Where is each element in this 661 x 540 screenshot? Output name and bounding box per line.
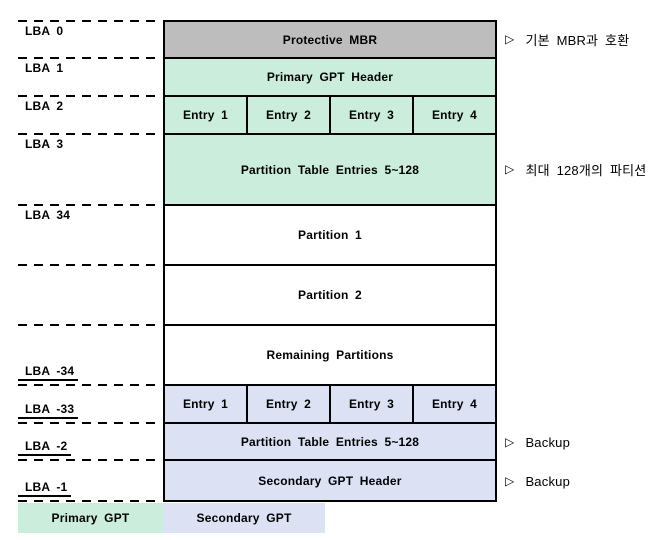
row-remaining-partitions: Remaining Partitions (165, 326, 495, 386)
row-label: Remaining Partitions (266, 348, 394, 362)
row-label: Partition Table Entries 5~128 (240, 162, 420, 177)
entry-cell: Entry 3 (329, 386, 412, 422)
row-secondary-gpt-header: Secondary GPT Header (165, 461, 495, 500)
entry-cell: Entry 2 (246, 386, 329, 422)
annotation-text: 기본 MBR과 호환 (525, 32, 630, 48)
lba-label: LBA 3 (25, 137, 64, 151)
lba-label: LBA -2 (18, 439, 72, 456)
row-primary-gpt-header: Primary GPT Header (165, 59, 495, 97)
legend-primary-gpt: Primary GPT (18, 503, 163, 533)
row-label: Partition 2 (298, 288, 362, 302)
lba-dashed-line (18, 324, 156, 326)
lba-label: LBA -1 (18, 480, 72, 497)
row-partition-2: Partition 2 (165, 266, 495, 326)
annotation-text: Backup (525, 473, 570, 489)
entry-cell: Entry 1 (182, 397, 229, 411)
entry-cell: Entry 4 (412, 386, 495, 422)
row-label: Protective MBR (282, 32, 378, 47)
lba-label: LBA 2 (25, 99, 64, 113)
entry-cell: Entry 1 (182, 108, 229, 122)
lba-dashed-line (18, 95, 156, 97)
triangle-right-icon: ▷ (505, 474, 515, 488)
lba-label: LBA 1 (25, 61, 64, 75)
entry-cell: Entry 2 (246, 97, 329, 133)
annotation: ▷ Backup (505, 472, 570, 490)
triangle-right-icon: ▷ (505, 162, 515, 176)
entry-cell: Entry 3 (329, 97, 412, 133)
lba-dashed-line (18, 422, 156, 424)
row-primary-partition-table-entries: Partition Table Entries 5~128 (165, 135, 495, 206)
triangle-right-icon: ▷ (505, 435, 515, 449)
entry-cell: Entry 4 (412, 97, 495, 133)
annotation: ▷ 기본 MBR과 호환 (505, 30, 629, 48)
lba-dashed-line (18, 500, 156, 502)
row-label: Partition 1 (298, 228, 362, 242)
triangle-right-icon: ▷ (505, 32, 515, 46)
row-label: Primary GPT Header (266, 70, 394, 84)
lba-label: LBA 34 (25, 208, 71, 222)
lba-dashed-line (18, 459, 156, 461)
annotation: ▷ 최대 128개의 파티션 (505, 160, 646, 178)
lba-dashed-line (18, 204, 156, 206)
lba-label: LBA -34 (18, 364, 79, 381)
row-label: Secondary GPT Header (258, 473, 402, 488)
legend-secondary-gpt: Secondary GPT (163, 503, 325, 533)
lba-label: LBA 0 (25, 24, 64, 38)
lba-label: LBA -33 (18, 402, 79, 419)
row-partition-1: Partition 1 (165, 206, 495, 266)
row-secondary-partition-table-entries: Partition Table Entries 5~128 (165, 424, 495, 461)
lba-dashed-line (18, 133, 156, 135)
lba-dashed-line (18, 20, 156, 22)
annotation-text: Backup (525, 434, 570, 450)
lba-dashed-line (18, 384, 156, 386)
lba-dashed-line (18, 264, 156, 266)
annotation-text: 최대 128개의 파티션 (525, 162, 647, 178)
annotation: ▷ Backup (505, 433, 570, 451)
row-label: Partition Table Entries 5~128 (240, 434, 420, 449)
row-protective-mbr: Protective MBR (165, 22, 495, 59)
lba-dashed-line (18, 57, 156, 59)
